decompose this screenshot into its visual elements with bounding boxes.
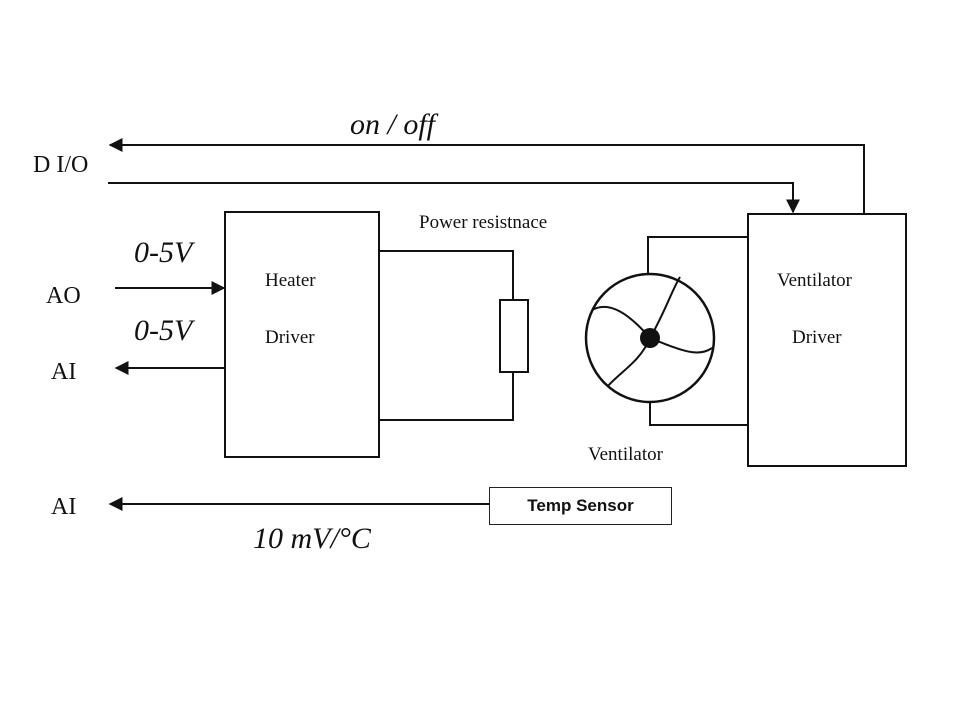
ventilator-driver-box xyxy=(747,213,907,467)
ventilator-label: Ventilator xyxy=(588,444,663,465)
resistor-wire-return xyxy=(379,372,514,421)
resistor-wire xyxy=(379,250,514,300)
ventilator-fan-icon xyxy=(584,272,716,404)
dio-output-line xyxy=(108,182,800,214)
ao-range-label: 0-5V xyxy=(134,236,193,269)
on-off-label: on / off xyxy=(350,108,436,141)
ai-heater-label: AI xyxy=(51,359,77,385)
ventilator-driver-line2: Driver xyxy=(792,327,842,348)
fan-wire-top xyxy=(647,236,748,274)
ai-temp-label: AI xyxy=(51,494,77,520)
power-resistance-label: Power resistnace xyxy=(419,212,548,233)
heater-driver-line1: Heater xyxy=(265,270,316,291)
heater-driver-line2: Driver xyxy=(265,327,315,348)
heater-driver-box xyxy=(224,211,380,458)
temp-sensor-label: Temp Sensor xyxy=(527,496,634,515)
dio-label: D I/O xyxy=(33,152,89,178)
power-resistor xyxy=(499,299,529,373)
ao-label: AO xyxy=(46,283,81,309)
ventilator-driver-line1: Ventilator xyxy=(777,270,852,291)
temp-sensor-box: Temp Sensor xyxy=(489,487,672,525)
temp-scale-label: 10 mV/°C xyxy=(253,522,371,555)
dio-input-line xyxy=(108,138,865,213)
ai-range-label: 0-5V xyxy=(134,314,193,347)
fan-wire-bottom xyxy=(649,402,748,426)
